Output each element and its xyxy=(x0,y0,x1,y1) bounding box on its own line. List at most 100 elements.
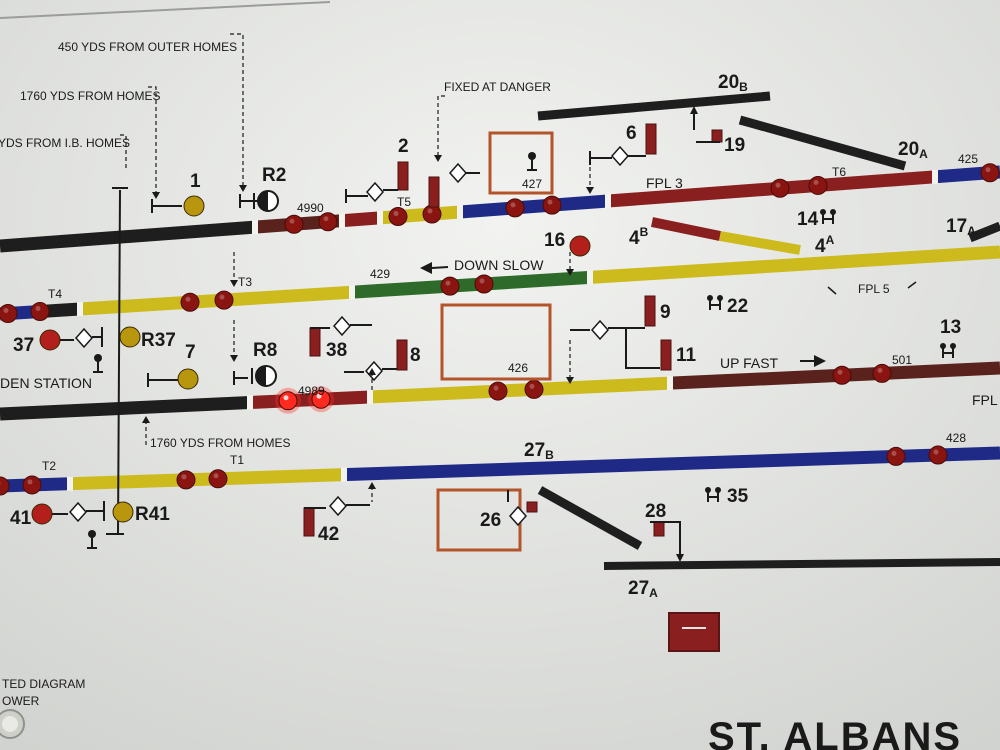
signal-label-r41: R41 xyxy=(135,504,170,525)
points-22-symbol-b xyxy=(717,295,723,301)
note-1760-yds-homes-top: 1760 YDS FROM HOMES xyxy=(20,89,160,103)
points-13-symbol-a xyxy=(940,343,946,349)
footer-diagram-line1: TED DIAGRAM xyxy=(2,677,85,691)
lamp-highlight xyxy=(393,211,399,217)
line-name-fpl5: FPL 5 xyxy=(858,282,890,296)
signal-6-head xyxy=(645,123,657,155)
track-lamp xyxy=(30,302,50,322)
track-row3-section-3 xyxy=(369,376,671,404)
signal-label-11: 11 xyxy=(676,345,697,366)
lit-track-lamp xyxy=(278,391,298,411)
signal-42-head xyxy=(303,507,315,537)
line-name-fpl3: FPL 3 xyxy=(646,175,683,191)
track-joint xyxy=(932,169,938,184)
track-lamp xyxy=(474,274,494,294)
lamp-highlight xyxy=(427,208,433,214)
track-lamp xyxy=(422,204,442,224)
pointer-arrowhead xyxy=(230,355,238,362)
lamp-highlight xyxy=(35,306,41,312)
signal-post-vertical xyxy=(117,189,121,535)
signal-1-disc xyxy=(183,195,205,217)
track-row1-section-5 xyxy=(459,194,609,219)
siding-20b xyxy=(537,91,771,121)
lamp-highlight xyxy=(185,296,191,302)
pointer-arrowhead-up xyxy=(368,368,376,375)
track-row1-section-3 xyxy=(341,211,381,228)
line-name-down-slow: DOWN SLOW xyxy=(454,257,544,273)
block-indicator-button[interactable] xyxy=(668,612,720,652)
points-14-symbol xyxy=(822,214,834,224)
track-circuit-t1: T1 xyxy=(230,453,244,467)
signal-label-6: 6 xyxy=(626,123,637,144)
track-joint xyxy=(77,302,83,317)
track-lamp xyxy=(872,363,892,383)
signal-r41-disc xyxy=(112,501,134,523)
signal-8-diamond xyxy=(364,360,384,382)
note-450-yds-outer-homes: 450 YDS FROM OUTER HOMES xyxy=(58,40,237,54)
signal-label-8: 8 xyxy=(410,345,421,366)
signal-label-7: 7 xyxy=(185,342,196,363)
signal-9-diamond xyxy=(590,319,610,341)
lamp-highlight xyxy=(877,367,883,373)
indicator-lamps xyxy=(0,163,1000,496)
points-14-symbol-b xyxy=(830,209,836,215)
signal-label-19: 19 xyxy=(724,135,745,156)
points-13-symbol xyxy=(942,348,954,358)
track-circuit-429: 429 xyxy=(370,267,390,281)
pointer-arrowhead-up xyxy=(142,416,150,423)
signal-2-head xyxy=(397,161,409,191)
track-lamp xyxy=(0,476,10,496)
siding-20a xyxy=(738,115,907,171)
signal-41-ground-head xyxy=(88,530,96,538)
arrow-down-slow xyxy=(420,262,432,274)
pointer-arrowhead-up xyxy=(368,482,376,489)
track-row1-section-1 xyxy=(0,220,256,253)
track-circuit-t6: T6 xyxy=(832,165,846,179)
siding-17a xyxy=(968,221,1000,243)
note-fixed-at-danger: FIXED AT DANGER xyxy=(444,80,551,94)
note-1760-yds-homes-bottom: 1760 YDS FROM HOMES xyxy=(150,436,290,450)
track-row2-section-2 xyxy=(43,302,81,318)
signal-8-head xyxy=(396,339,408,371)
lamp-highlight xyxy=(891,450,897,456)
lamp-highlight xyxy=(289,218,295,224)
pointer-arrowhead xyxy=(230,280,238,287)
signal-label-22: 22 xyxy=(727,296,748,317)
lamp-highlight xyxy=(27,479,33,485)
signal-label-2: 2 xyxy=(398,136,409,157)
lamp-highlight xyxy=(529,383,535,389)
track-lamp xyxy=(928,445,948,465)
signal-label-20b: 20B xyxy=(718,72,748,94)
signal-26-diamond xyxy=(508,505,528,527)
signal-11-head xyxy=(660,339,672,371)
lamp-highlight xyxy=(0,481,1,485)
signal-label-r8: R8 xyxy=(253,340,277,361)
signal-28-link xyxy=(650,521,681,556)
track-circuit-t2: T2 xyxy=(42,459,56,473)
points-14-symbol-a xyxy=(820,209,826,215)
track-lamp xyxy=(980,163,1000,183)
signal-label-16: 16 xyxy=(544,230,565,251)
signal-28-head xyxy=(653,521,665,537)
pointer-arrowhead xyxy=(152,192,160,199)
panel-top-edge xyxy=(0,1,331,19)
lamp-highlight xyxy=(181,474,187,480)
track-lamp xyxy=(214,290,234,310)
distance-pointers xyxy=(120,33,591,502)
signal-label-41: 41 xyxy=(10,508,32,529)
pointer-arrowhead xyxy=(566,377,574,384)
signal-28-arrowhead xyxy=(676,554,684,562)
track-lamp xyxy=(488,381,508,401)
track-lamp xyxy=(440,276,460,296)
lamp-highlight xyxy=(985,167,991,173)
points-35-symbol xyxy=(707,492,719,502)
arrow-up-fast xyxy=(814,355,826,367)
track-joint xyxy=(349,285,355,300)
signal-label-4b: 4B xyxy=(629,225,649,249)
track-circuit-425: 425 xyxy=(958,152,978,166)
signal-box-title: ST. ALBANS xyxy=(708,715,962,750)
signal-label-38: 38 xyxy=(326,340,347,361)
pointer-arrowhead xyxy=(566,269,574,276)
lamp-highlight xyxy=(493,385,499,391)
signal-label-37: 37 xyxy=(13,335,34,356)
